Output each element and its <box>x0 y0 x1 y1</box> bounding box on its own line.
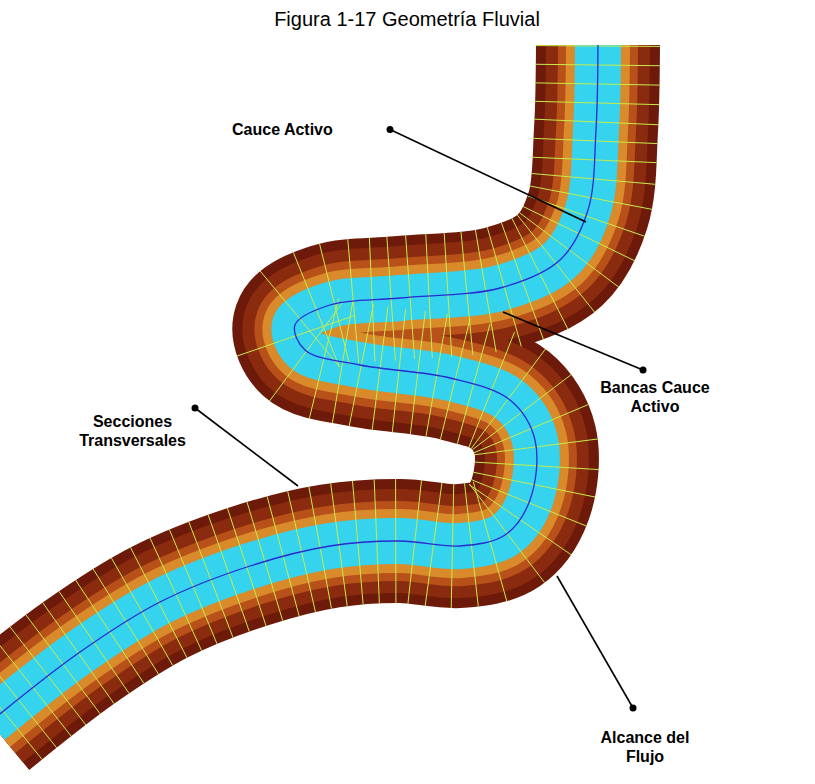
cross-section <box>0 663 42 760</box>
leader-dot <box>630 705 637 712</box>
active-channel-bank <box>0 45 598 722</box>
cross-section <box>0 651 57 748</box>
flow-reach <box>0 45 598 722</box>
callout-label: Secciones Transversales <box>70 412 195 450</box>
leader-line <box>557 576 633 708</box>
leader-line <box>390 130 586 222</box>
leader-dot <box>640 367 647 374</box>
callout-label: Cauce Activo <box>232 120 382 139</box>
leader-dot <box>387 126 394 133</box>
leader-line <box>503 312 643 370</box>
centerline <box>0 45 598 722</box>
callout-label: Bancas Cauce Activo <box>600 378 710 416</box>
leader-line <box>195 408 298 486</box>
river-channel <box>0 45 660 760</box>
bank-edge <box>0 45 598 722</box>
figure-title: Figura 1-17 Geometría Fluvial <box>274 8 540 31</box>
active-channel <box>0 45 598 722</box>
callout-label: Alcance del Flujo <box>590 728 700 766</box>
leader-lines <box>192 126 647 711</box>
leader-dot <box>192 405 199 412</box>
flow-reach-inner <box>0 45 598 722</box>
